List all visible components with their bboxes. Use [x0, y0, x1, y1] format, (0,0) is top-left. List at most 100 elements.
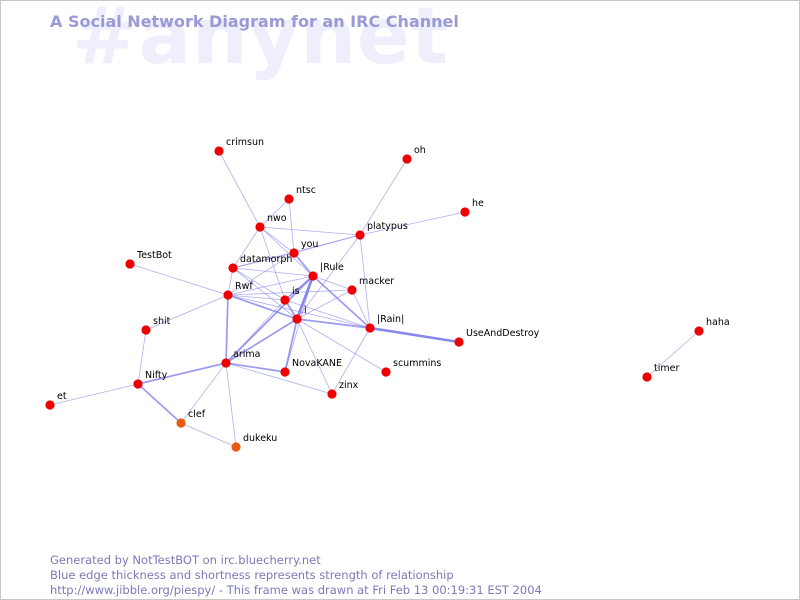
node-dot[interactable] — [255, 222, 265, 232]
node-dot[interactable] — [284, 194, 294, 204]
node-label: macker — [359, 276, 394, 287]
edge-you-IRule — [293, 252, 314, 277]
node-Rwf[interactable]: Rwf — [223, 281, 253, 300]
node-nwo[interactable]: nwo — [255, 213, 287, 232]
node-dot[interactable] — [292, 314, 302, 324]
edge-oh-platypus — [359, 158, 408, 236]
edge-crimsun-nwo — [218, 150, 261, 228]
node-dot[interactable] — [381, 367, 391, 377]
node-label: |Rain| — [377, 314, 404, 325]
node-dot[interactable] — [214, 146, 224, 156]
edge-you-datamorph — [232, 252, 295, 269]
node-platypus[interactable]: platypus — [355, 221, 408, 240]
node-arima[interactable]: arima — [221, 349, 260, 368]
node-macker[interactable]: macker — [347, 276, 394, 295]
node-label: NovaKANE — [292, 358, 342, 369]
node-dot[interactable] — [460, 207, 470, 217]
edge-i-scummins — [296, 318, 387, 373]
node-dot[interactable] — [141, 325, 151, 335]
node-Nifty[interactable]: Nifty — [133, 370, 168, 389]
edge-macker-Rwf — [227, 289, 353, 296]
node-dot[interactable] — [231, 442, 241, 452]
node-label: clef — [188, 409, 206, 420]
node-dot[interactable] — [694, 326, 704, 336]
node-shit[interactable]: shit — [141, 316, 171, 335]
node-dot[interactable] — [125, 259, 135, 269]
node-crimsun[interactable]: crimsun — [214, 137, 264, 156]
edge-ntsc-nwo — [259, 198, 290, 228]
edge-is-Rain — [284, 299, 371, 329]
footer-url-timestamp: http://www.jibble.org/piespy/ - This fra… — [50, 583, 542, 597]
edge-arima-zinx — [225, 362, 333, 395]
node-label: arima — [233, 349, 260, 360]
edge-macker-i — [296, 289, 353, 320]
node-oh[interactable]: oh — [402, 145, 426, 164]
node-dot[interactable] — [365, 323, 375, 333]
edge-clef-dukeku — [180, 422, 237, 448]
node-dot[interactable] — [223, 290, 233, 300]
node-you[interactable]: you — [289, 239, 318, 258]
footer-generated-by: Generated by NotTestBOT on irc.bluecherr… — [50, 553, 321, 567]
node-label: oh — [414, 145, 426, 156]
node-dot[interactable] — [45, 400, 55, 410]
node-label: datamorph — [240, 254, 292, 265]
node-zinx[interactable]: zinx — [327, 380, 359, 399]
edge-Rwf-shit — [145, 294, 229, 331]
edge-nwo-IRule — [259, 226, 314, 277]
node-timer[interactable]: timer — [642, 363, 679, 382]
node-i[interactable]: i — [292, 305, 307, 324]
edge-layer — [49, 150, 700, 448]
node-label: et — [57, 391, 67, 402]
node-dot[interactable] — [308, 271, 318, 281]
node-label: crimsun — [226, 137, 264, 148]
edge-platypus-Rain — [359, 234, 371, 329]
node-dot[interactable] — [280, 367, 290, 377]
node-dot[interactable] — [176, 418, 186, 428]
node-dot[interactable] — [642, 372, 652, 382]
node-he[interactable]: he — [460, 198, 484, 217]
node-label: |Rule — [320, 262, 344, 273]
edge-platypus-i — [296, 234, 361, 320]
node-is[interactable]: is — [280, 286, 300, 305]
node-NovaKANE[interactable]: NovaKANE — [280, 358, 342, 377]
node-dot[interactable] — [327, 389, 337, 399]
node-TestBot[interactable]: TestBot — [125, 250, 172, 269]
node-et[interactable]: et — [45, 391, 67, 410]
node-scummins[interactable]: scummins — [381, 358, 441, 377]
node-Rain[interactable]: |Rain| — [365, 314, 404, 333]
node-label: TestBot — [136, 250, 172, 261]
edge-Rain-UseAndDestroy — [368, 326, 461, 344]
node-label: he — [472, 198, 484, 209]
node-dot[interactable] — [355, 230, 365, 240]
edge-TestBot-Rwf — [129, 263, 229, 296]
node-dukeku[interactable]: dukeku — [231, 433, 277, 452]
node-label: Nifty — [145, 370, 168, 381]
node-label: ntsc — [296, 185, 316, 196]
node-dot[interactable] — [454, 337, 464, 347]
edge-Nifty-clef — [137, 383, 182, 424]
edge-arima-clef — [180, 362, 227, 424]
edge-i-arima — [225, 318, 298, 364]
node-label: dukeku — [243, 433, 277, 444]
node-dot[interactable] — [402, 154, 412, 164]
edge-Rain-zinx — [331, 327, 371, 395]
node-IRule[interactable]: |Rule — [308, 262, 344, 281]
edge-i-NovaKANE — [284, 318, 298, 373]
node-dot[interactable] — [347, 285, 357, 295]
node-label: i — [304, 305, 307, 316]
node-UseAndDestroy[interactable]: UseAndDestroy — [454, 328, 540, 347]
node-label: is — [292, 286, 300, 297]
node-dot[interactable] — [221, 358, 231, 368]
node-dot[interactable] — [289, 248, 299, 258]
node-dot[interactable] — [228, 263, 238, 273]
node-clef[interactable]: clef — [176, 409, 206, 428]
node-datamorph[interactable]: datamorph — [228, 254, 292, 273]
edge-you-Rwf — [227, 252, 295, 296]
node-dot[interactable] — [280, 295, 290, 305]
node-label: timer — [654, 363, 679, 374]
edge-nwo-you — [259, 226, 295, 254]
node-dot[interactable] — [133, 379, 143, 389]
node-haha[interactable]: haha — [694, 317, 730, 336]
node-ntsc[interactable]: ntsc — [284, 185, 316, 204]
edge-arima-NovaKANE — [225, 362, 286, 373]
